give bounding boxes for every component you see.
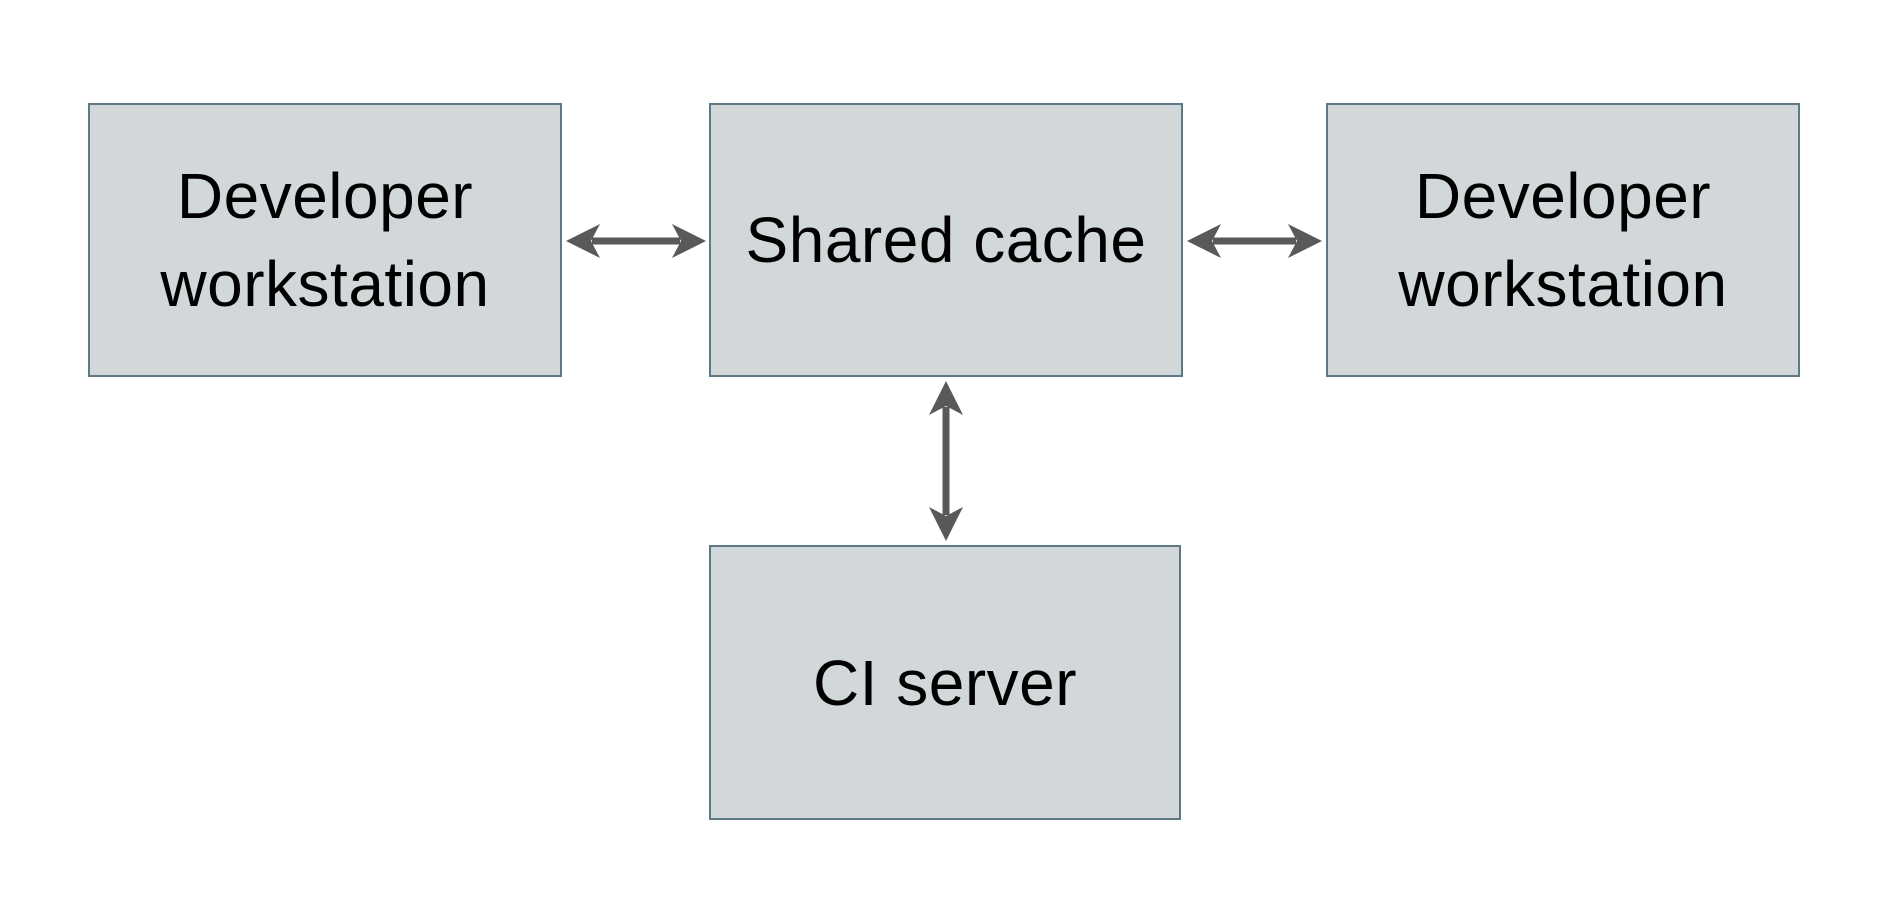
node-ci-server: CI server: [709, 545, 1181, 820]
node-developer-workstation-right-label: Developer workstation: [1398, 160, 1728, 320]
node-ci-server-label: CI server: [812, 646, 1078, 719]
edge-cache-devright-bidirectional-arrow: [1187, 224, 1322, 258]
node-developer-workstation-left-label: Developer workstation: [160, 160, 490, 320]
node-developer-workstation-right: Developer workstation: [1326, 103, 1800, 377]
node-shared-cache-label: Shared cache: [745, 204, 1147, 276]
node-shared-cache: Shared cache: [709, 103, 1183, 377]
edge-devleft-cache-bidirectional-arrow: [566, 224, 706, 258]
node-developer-workstation-left: Developer workstation: [88, 103, 562, 377]
edge-cache-ciserver-bidirectional-arrow: [929, 381, 963, 541]
